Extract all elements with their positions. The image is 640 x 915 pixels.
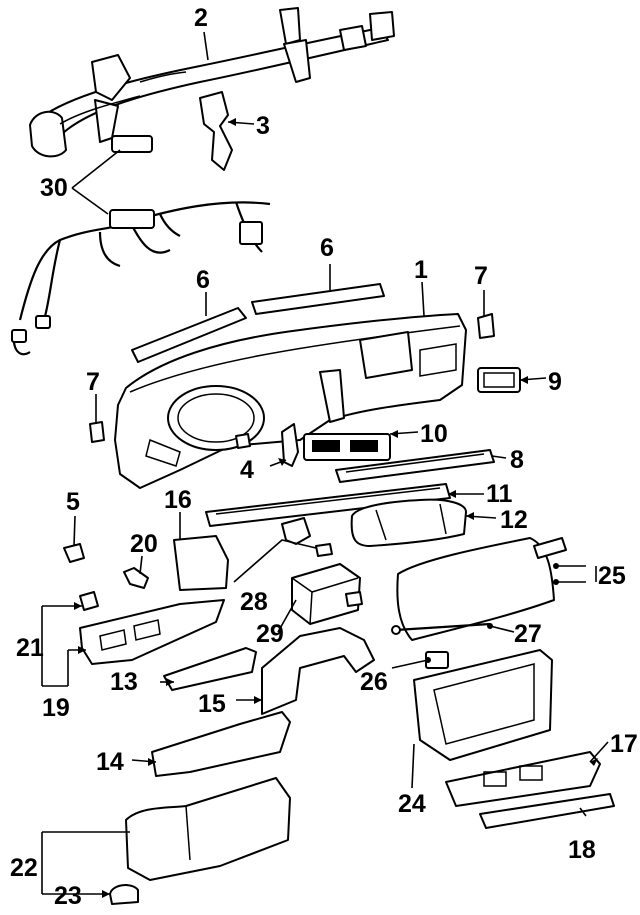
callout-4: 4: [240, 456, 254, 484]
callout-9: 9: [548, 368, 562, 396]
callout-21: 21: [16, 634, 44, 662]
part-bracket: [199, 91, 233, 171]
callout-labels: 2 3 30 6 6 1 7 7 9 10 4 8 11 12 5 16 20 …: [10, 4, 638, 910]
callout-26: 26: [360, 668, 388, 696]
callout-20: 20: [130, 530, 158, 558]
callout-2: 2: [194, 4, 208, 32]
part-trim-strip: [335, 449, 495, 483]
part-side-panel: [173, 535, 229, 591]
part-lower-panel-left: [79, 591, 225, 665]
callout-7-right: 7: [474, 262, 488, 290]
part-sensor: [281, 517, 333, 557]
callout-12: 12: [500, 506, 528, 534]
arrow-heads: [74, 118, 598, 898]
callout-28: 28: [240, 588, 268, 616]
part-cable: [391, 622, 491, 635]
part-lower-bracket: [151, 711, 291, 777]
part-airbag-module: [350, 498, 467, 547]
callout-27: 27: [514, 620, 542, 648]
part-glove-box-door: [396, 537, 567, 641]
callout-16: 16: [164, 486, 192, 514]
callout-17: 17: [610, 730, 638, 758]
part-wiring-harness: [11, 135, 271, 356]
leader-lines: [41, 31, 609, 895]
part-small-bracket: [281, 423, 299, 467]
part-trim-bar: [163, 647, 257, 691]
part-small-clip: [123, 567, 149, 589]
part-clip-left: [89, 421, 105, 443]
callout-18: 18: [568, 836, 596, 864]
part-lower-trim-strip: [205, 483, 451, 527]
part-clip-right: [477, 313, 495, 339]
callout-1: 1: [414, 256, 428, 284]
callout-24: 24: [398, 790, 426, 818]
callout-7-left: 7: [86, 368, 100, 396]
callout-29: 29: [256, 620, 284, 648]
part-clip-small: [63, 543, 85, 563]
callout-8: 8: [510, 446, 524, 474]
part-defroster-garnish-left: [131, 307, 247, 363]
part-control-module: [291, 563, 363, 625]
part-instrument-panel: [114, 313, 467, 489]
part-console-cover: [125, 777, 291, 881]
callout-6-left: 6: [196, 266, 210, 294]
callout-3: 3: [256, 112, 270, 140]
part-knob: [109, 884, 139, 905]
callout-10: 10: [420, 420, 448, 448]
part-knee-panel: [445, 751, 601, 807]
part-side-vent: [477, 367, 521, 393]
callout-14: 14: [96, 748, 124, 776]
part-lower-cover: [261, 627, 375, 715]
part-center-vent: [303, 433, 391, 461]
callout-23: 23: [54, 882, 82, 910]
callout-25: 25: [598, 562, 626, 590]
callout-13: 13: [110, 668, 138, 696]
callout-5: 5: [66, 488, 80, 516]
callout-30: 30: [40, 174, 68, 202]
part-glove-box: [413, 649, 553, 761]
part-support-beam: [29, 7, 395, 158]
callout-11: 11: [486, 480, 513, 508]
part-defroster-garnish-right: [251, 283, 385, 315]
callout-6-right: 6: [320, 234, 334, 262]
callout-22: 22: [10, 854, 38, 882]
part-lower-strip: [479, 793, 615, 829]
callout-15: 15: [198, 690, 226, 718]
callout-19: 19: [42, 694, 70, 722]
